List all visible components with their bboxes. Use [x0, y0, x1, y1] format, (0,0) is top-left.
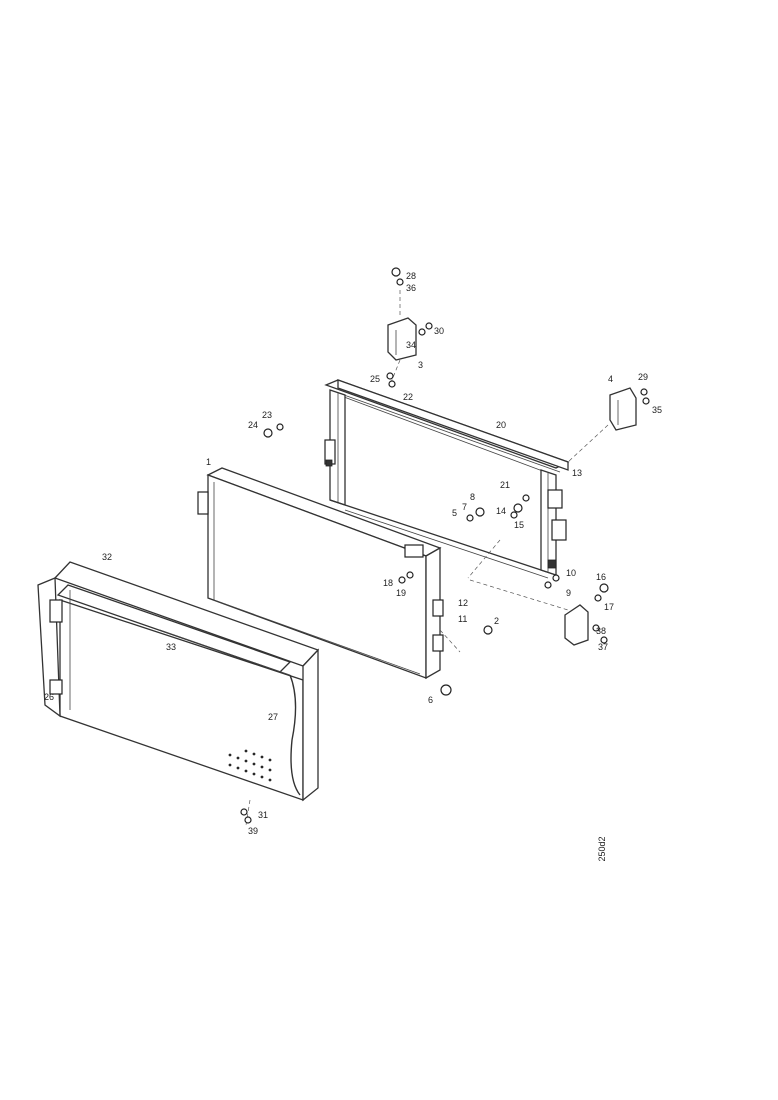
- callout-5: 5: [452, 508, 457, 518]
- callout-2: 2: [494, 616, 499, 626]
- callout-6: 6: [428, 695, 433, 705]
- callout-10: 10: [566, 568, 576, 578]
- callout-38: 38: [596, 626, 606, 636]
- callout-35: 35: [652, 405, 662, 415]
- drawing-reference-code: 250d2: [597, 836, 607, 862]
- vent-grille: [228, 749, 272, 782]
- callout-3: 3: [418, 360, 423, 370]
- callout-28: 28: [406, 271, 416, 281]
- callout-33: 33: [166, 642, 176, 652]
- callout-19: 19: [396, 588, 406, 598]
- callout-27: 27: [268, 712, 278, 722]
- callout-1: 1: [206, 457, 211, 467]
- front-cover: [37, 561, 320, 826]
- callout-23: 23: [262, 410, 272, 420]
- callout-15: 15: [514, 520, 524, 530]
- callout-37: 37: [598, 642, 608, 652]
- callout-34: 34: [406, 340, 416, 350]
- callout-21: 21: [500, 480, 510, 490]
- callout-30: 30: [434, 326, 444, 336]
- callout-11: 11: [458, 614, 467, 624]
- callout-20: 20: [496, 420, 506, 430]
- top-bracket: [387, 290, 417, 386]
- middle-panel: [197, 467, 461, 680]
- right-bracket: [567, 387, 637, 463]
- callout-4: 4: [608, 374, 613, 384]
- callout-labels: 1 2 3 4 5 6 7 8 9 10 11 12 13 14 15 16 1…: [44, 271, 662, 836]
- callout-25: 25: [370, 374, 380, 384]
- callout-17: 17: [604, 602, 614, 612]
- callout-22: 22: [403, 392, 413, 402]
- callout-32: 32: [102, 552, 112, 562]
- callout-7: 7: [462, 502, 467, 512]
- callout-18: 18: [383, 578, 393, 588]
- callout-9: 9: [566, 588, 571, 598]
- callout-36: 36: [406, 283, 416, 293]
- callout-26: 26: [44, 692, 54, 702]
- callout-24: 24: [248, 420, 258, 430]
- callout-29: 29: [638, 372, 648, 382]
- hardware: [240, 267, 650, 824]
- callout-12: 12: [458, 598, 468, 608]
- callout-8: 8: [470, 492, 475, 502]
- callout-31: 31: [258, 810, 268, 820]
- callout-39: 39: [248, 826, 258, 836]
- callout-16: 16: [596, 572, 606, 582]
- bottom-right-bracket: [467, 539, 589, 646]
- callout-14: 14: [496, 506, 506, 516]
- callout-13: 13: [572, 468, 582, 478]
